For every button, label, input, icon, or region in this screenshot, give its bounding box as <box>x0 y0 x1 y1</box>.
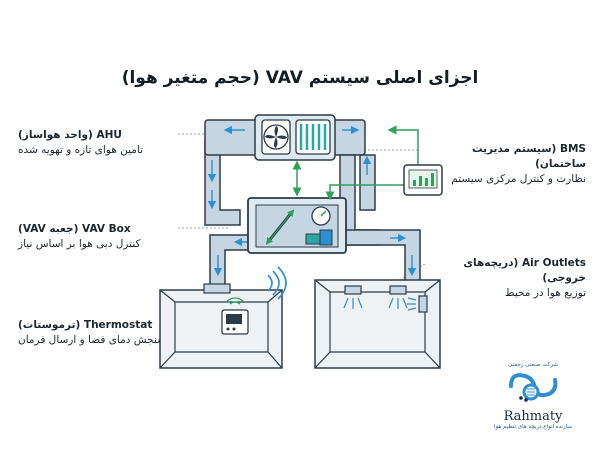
ahu-unit <box>254 114 336 161</box>
label-vav-head: VAV Box (جعبه VAV) <box>18 223 131 235</box>
label-outlets-head: Air Outlets (دریچه‌های خروجی) <box>463 257 586 284</box>
label-ahu-sub: تامین هوای تازه و تهویه شده <box>18 144 144 156</box>
coil-icon <box>295 119 331 155</box>
leader-lines <box>178 133 426 327</box>
actuator-icon <box>305 229 333 246</box>
label-thermostat: Thermostat (ترموستات) سنجش دمای فضا و ار… <box>18 318 178 348</box>
label-bms-head: BMS (سیستم مدیریت ساختمان) <box>471 143 586 170</box>
label-bms: BMS (سیستم مدیریت ساختمان) نظارت و کنترل… <box>418 142 586 187</box>
label-ahu-head: AHU (واحد هواساز) <box>18 129 122 141</box>
logo-tagline-bottom: سازنده انواع دریچه های تنظیم هوا <box>494 424 572 430</box>
wifi-icon <box>267 266 287 300</box>
thermostat-icon <box>221 297 249 335</box>
right-room <box>314 279 441 369</box>
gauge-icon <box>311 206 331 226</box>
label-outlets: Air Outlets (دریچه‌های خروجی) توزیع هوا … <box>418 256 586 301</box>
label-vav: VAV Box (جعبه VAV) کنترل دبی هوا بر اساس… <box>18 222 178 252</box>
label-outlets-sub: توزیع هوا در محیط <box>504 287 586 299</box>
left-room <box>159 283 283 369</box>
logo-mark <box>509 373 558 402</box>
control-lines <box>292 125 419 201</box>
label-bms-sub: نظارت و کنترل مرکزی سیستم <box>451 173 586 185</box>
vav-box <box>247 197 347 254</box>
company-logo: شرکت صنعتی رحمتی Rahmaty سازنده انواع در… <box>478 362 588 447</box>
label-thermostat-sub: سنجش دمای فضا و ارسال فرمان <box>18 334 166 346</box>
label-thermostat-head: Thermostat (ترموستات) <box>18 319 153 331</box>
damper-icon <box>265 209 295 245</box>
label-vav-sub: کنترل دبی هوا بر اساس نیاز <box>18 238 141 250</box>
logo-name: Rahmaty <box>503 409 563 424</box>
monitor-icon <box>403 164 443 196</box>
logo-tagline-top: شرکت صنعتی رحمتی <box>508 362 558 368</box>
label-ahu: AHU (واحد هواساز) تامین هوای تازه و تهوی… <box>18 128 178 158</box>
fan-icon <box>263 124 289 150</box>
page-title: اجزای اصلی سیستم VAV (حجم متغیر هوا) <box>121 68 479 88</box>
